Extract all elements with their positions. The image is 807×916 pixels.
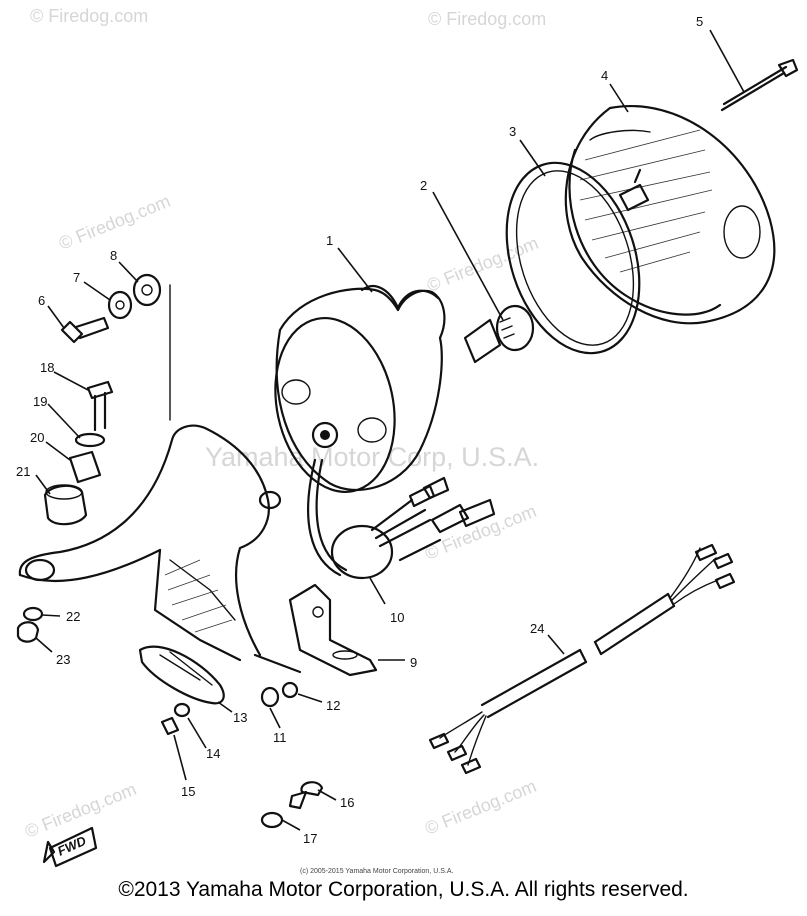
part-2-bulb: [463, 304, 535, 364]
part-13-reflector: [138, 645, 225, 705]
copyright-notice: ©2013 Yamaha Motor Corporation, U.S.A. A…: [118, 878, 689, 901]
callout-19: 19: [33, 394, 47, 409]
callout-9: 9: [410, 655, 417, 670]
callout-22: 22: [66, 609, 80, 624]
callout-7: 7: [73, 270, 80, 285]
watermark-upper-left: © Firedog.com: [56, 191, 173, 254]
callout-numbers: 1 2 3 4 5 6 7 8 9 10 11 12 13 14 15 16 1…: [16, 14, 703, 846]
callout-21: 21: [16, 464, 30, 479]
callout-2: 2: [420, 178, 427, 193]
callout-14: 14: [206, 746, 220, 761]
callout-16: 16: [340, 795, 354, 810]
callout-10: 10: [390, 610, 404, 625]
callout-11: 11: [273, 730, 287, 745]
part-24-harness: [428, 543, 736, 775]
watermark-layer: © Firedog.com © Firedog.com © Firedog.co…: [22, 6, 546, 842]
callout-4: 4: [601, 68, 608, 83]
callout-8: 8: [110, 248, 117, 263]
bracket-stay: [18, 284, 302, 674]
callout-15: 15: [181, 784, 195, 799]
callout-18: 18: [40, 360, 54, 375]
callout-5: 5: [696, 14, 703, 29]
part-10-socket: [307, 458, 496, 580]
callout-12: 12: [326, 698, 340, 713]
callout-13: 13: [233, 710, 247, 725]
callout-23: 23: [56, 652, 70, 667]
fasteners: [16, 273, 324, 829]
forward-label: FWD: [55, 833, 89, 859]
part-3-rim-ring: [505, 161, 641, 355]
callout-1: 1: [326, 233, 333, 248]
watermark-company: Yamaha Motor Corp, U.S.A.: [205, 442, 539, 472]
callout-3: 3: [509, 124, 516, 139]
callout-6: 6: [38, 293, 45, 308]
small-copyright: (c) 2005-2015 Yamaha Motor Corporation, …: [300, 868, 453, 875]
watermark-center: © Firedog.com: [424, 233, 541, 296]
callout-20: 20: [30, 430, 44, 445]
callout-24: 24: [530, 621, 544, 636]
leader-lines: [35, 29, 745, 831]
part-4-headlight-rim: [564, 105, 776, 325]
part-5-screw: [720, 58, 799, 112]
watermark-bottom-right: © Firedog.com: [422, 776, 539, 839]
callout-17: 17: [303, 831, 317, 846]
watermark-top-center: © Firedog.com: [428, 9, 546, 29]
part-9-plate: [288, 583, 378, 677]
watermark-top-left: © Firedog.com: [30, 6, 148, 26]
forward-arrow-mark: FWD: [42, 826, 98, 868]
